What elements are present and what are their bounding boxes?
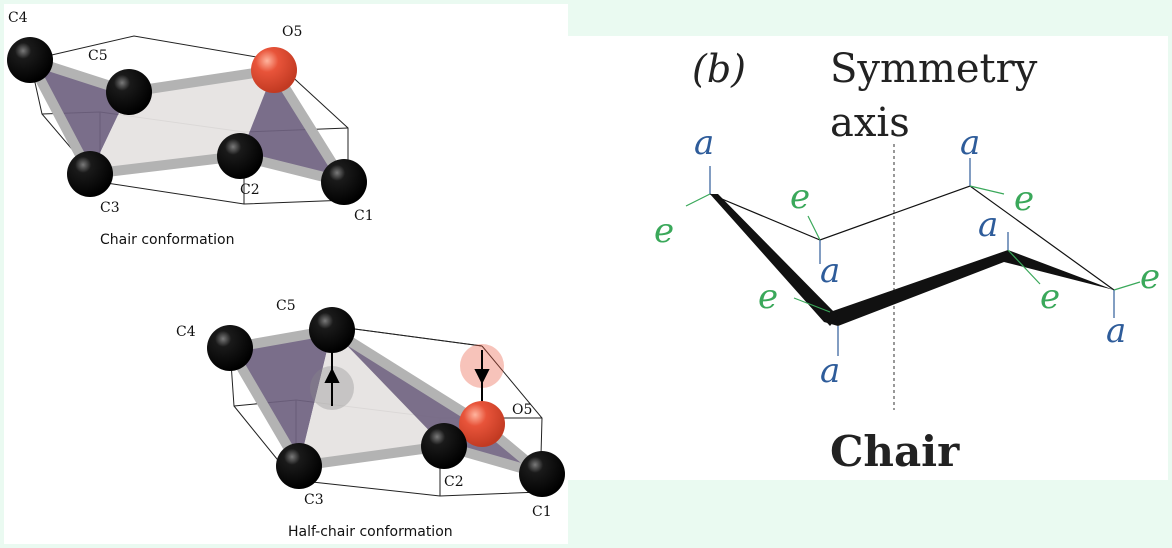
axial-label-2: a: [960, 123, 980, 163]
half-chair-label-c2: C2: [444, 474, 464, 490]
half-chair-face-left: [230, 330, 332, 466]
panel-label: (b): [692, 47, 746, 91]
chair-atom-c5: [106, 69, 152, 115]
axial-label-5: a: [820, 351, 840, 391]
half-chair-atom-c3: [276, 443, 322, 489]
half-chair-label-c3: C3: [304, 492, 324, 508]
equatorial-label-2: e: [790, 177, 810, 217]
axial-equatorial-panel: (b) Symmetry axis: [568, 36, 1168, 480]
equatorial-label-6: e: [1140, 257, 1160, 297]
symmetry-axis-label-line2: axis: [830, 100, 910, 146]
conformation-drawing: C4 C5 O5 C3 C2 C1 Chair conformation: [7, 10, 565, 540]
axial-label-4: a: [820, 251, 840, 291]
chair-label-c5: C5: [88, 48, 108, 64]
ring-front-edge-left: [710, 194, 838, 326]
axial-label-6: a: [1106, 311, 1126, 351]
half-chair-label-c5: C5: [276, 298, 296, 314]
half-chair-caption: Half-chair conformation: [288, 524, 453, 540]
chair-conformation: C4 C5 O5 C3 C2 C1 Chair conformation: [7, 10, 374, 248]
chair-ring-drawing: (b) Symmetry axis: [654, 46, 1160, 476]
half-chair-conformation: C4 C5 O5 C3 C2 C1 Half-chair conformatio…: [176, 298, 565, 540]
chair-atom-o5: [251, 47, 297, 93]
equatorial-label-5: e: [1040, 277, 1060, 317]
chair-atom-c2: [217, 133, 263, 179]
chair-label-c2: C2: [240, 182, 260, 198]
half-chair-atom-o5: [459, 401, 505, 447]
chair-label-c3: C3: [100, 200, 120, 216]
ring-back-edges: [709, 185, 1115, 291]
chair-atom-c4: [7, 37, 53, 83]
axial-label-1: a: [694, 123, 714, 163]
half-chair-label-c1: C1: [532, 504, 552, 520]
half-chair-atom-c1: [519, 451, 565, 497]
symmetry-axis-label-line1: Symmetry: [830, 46, 1038, 92]
chair-face-right: [240, 70, 344, 182]
half-chair-atom-c5: [309, 307, 355, 353]
equatorial-label-4: e: [758, 277, 778, 317]
half-chair-label-c4: C4: [176, 324, 196, 340]
equatorial-bonds: [685, 185, 1141, 313]
chair-label-o5: O5: [282, 24, 302, 40]
axial-bonds: [709, 158, 1115, 356]
chair-title: Chair: [830, 427, 960, 476]
equatorial-label-1: e: [654, 211, 674, 251]
chair-caption: Chair conformation: [100, 232, 235, 248]
conformation-panel: C4 C5 O5 C3 C2 C1 Chair conformation: [4, 4, 568, 544]
half-chair-label-o5: O5: [512, 402, 532, 418]
chair-label-c1: C1: [354, 208, 374, 224]
half-chair-atom-c4: [207, 325, 253, 371]
half-chair-atom-c2: [421, 423, 467, 469]
equatorial-label-3: e: [1014, 179, 1034, 219]
chair-atom-c1: [321, 159, 367, 205]
chair-atom-c3: [67, 151, 113, 197]
axial-label-3: a: [978, 205, 998, 245]
ring-front-edge: [710, 194, 1114, 326]
chair-label-c4: C4: [8, 10, 28, 26]
